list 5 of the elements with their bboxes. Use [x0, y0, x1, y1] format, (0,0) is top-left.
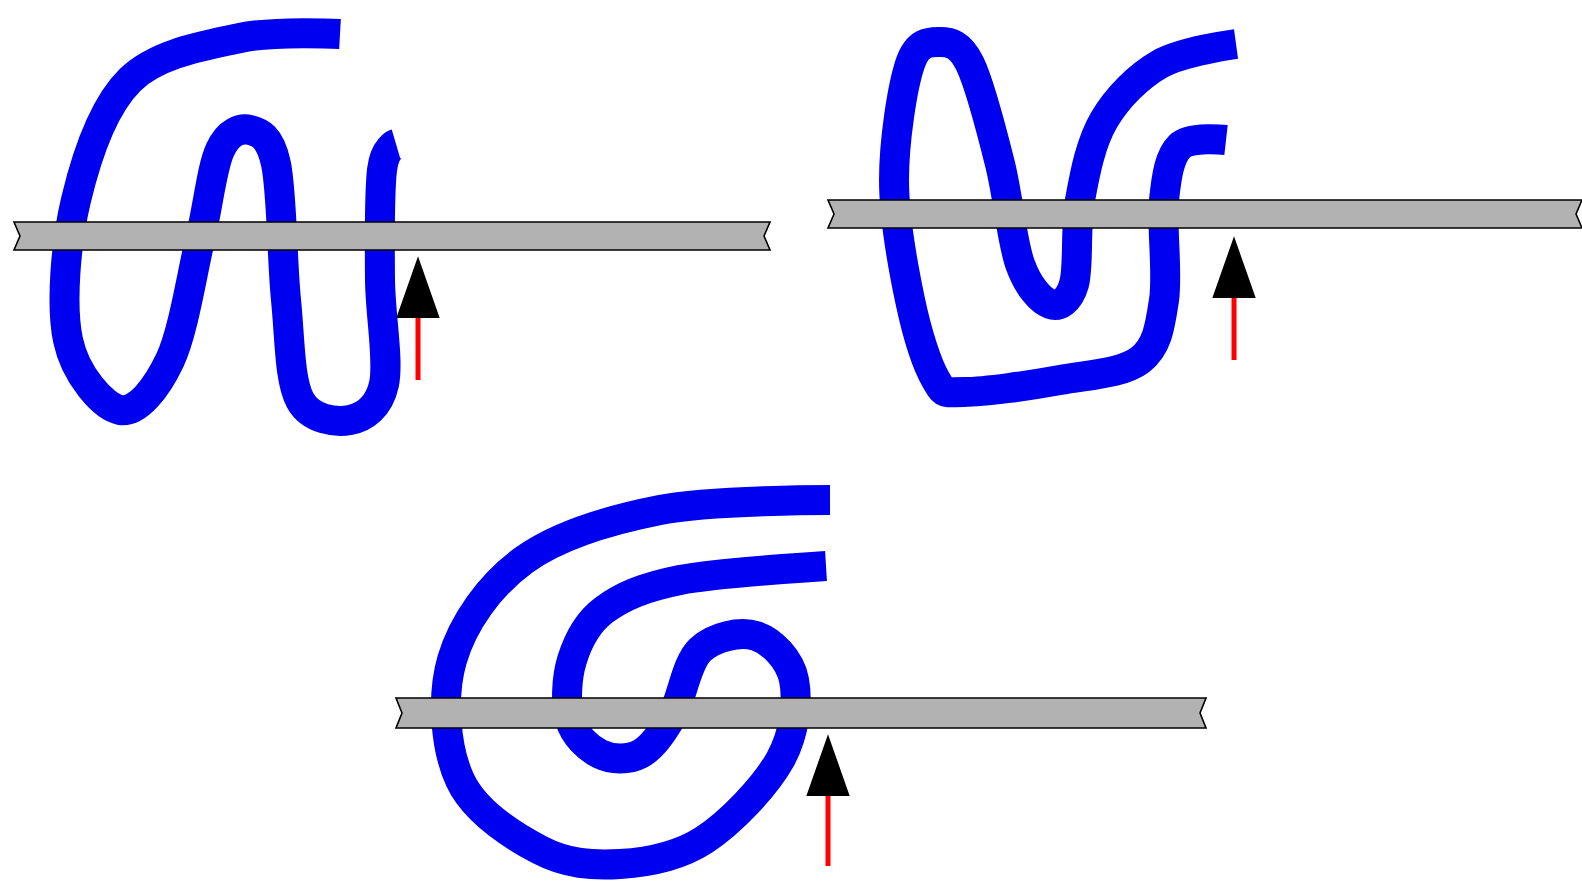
loop-curve — [879, 27, 1239, 408]
plate-bar — [826, 199, 1582, 229]
plate-bar — [12, 221, 772, 251]
loop-curve — [431, 485, 831, 880]
plate-bar — [394, 697, 1208, 729]
